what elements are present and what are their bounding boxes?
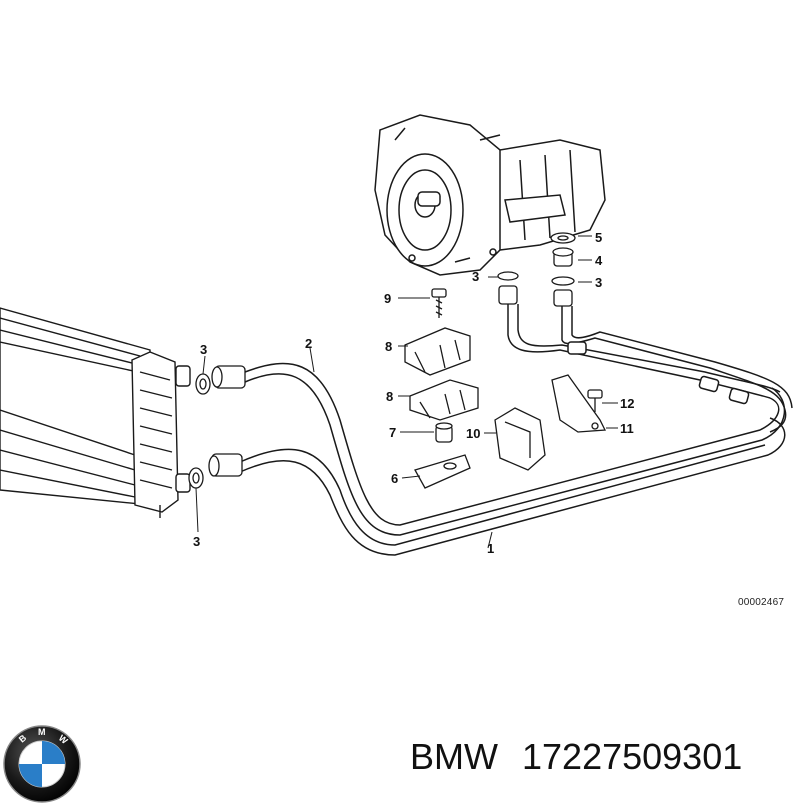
callout-2: 2 [305,336,312,351]
callout-11: 11 [620,421,634,436]
leader-lines [195,235,618,549]
transmission [374,114,606,276]
callout-labels: 1 2 3 3 3 3 4 5 6 7 8 8 9 10 11 12 [193,230,634,556]
callout-1: 1 [487,541,494,556]
radiator-fittings [188,365,246,489]
brackets [404,288,607,489]
callout-6: 6 [391,471,398,486]
radiator [0,307,191,518]
callout-4: 4 [595,253,603,268]
callout-12: 12 [620,396,634,411]
brand-name: BMW [410,736,498,777]
diagram-reference-code: 00002467 [738,597,785,608]
callout-8-lower: 8 [386,389,393,404]
callout-3-trans-right: 3 [595,275,602,290]
callout-3-trans-left: 3 [472,269,479,284]
cooler-lines [239,304,793,556]
svg-text:M: M [38,727,46,737]
callout-9: 9 [384,291,391,306]
part-title: BMW 17227509301 [410,736,742,778]
svg-text:B: B [17,732,29,744]
callout-3-radiator-bottom: 3 [193,534,200,549]
callout-3-radiator-top: 3 [200,342,207,357]
bmw-logo-icon: B M W [3,725,81,803]
callout-7: 7 [389,425,396,440]
trans-fittings [497,232,576,307]
part-number: 17227509301 [522,736,743,777]
callout-5: 5 [595,230,602,245]
callout-8-upper: 8 [385,339,392,354]
callout-10: 10 [466,426,480,441]
